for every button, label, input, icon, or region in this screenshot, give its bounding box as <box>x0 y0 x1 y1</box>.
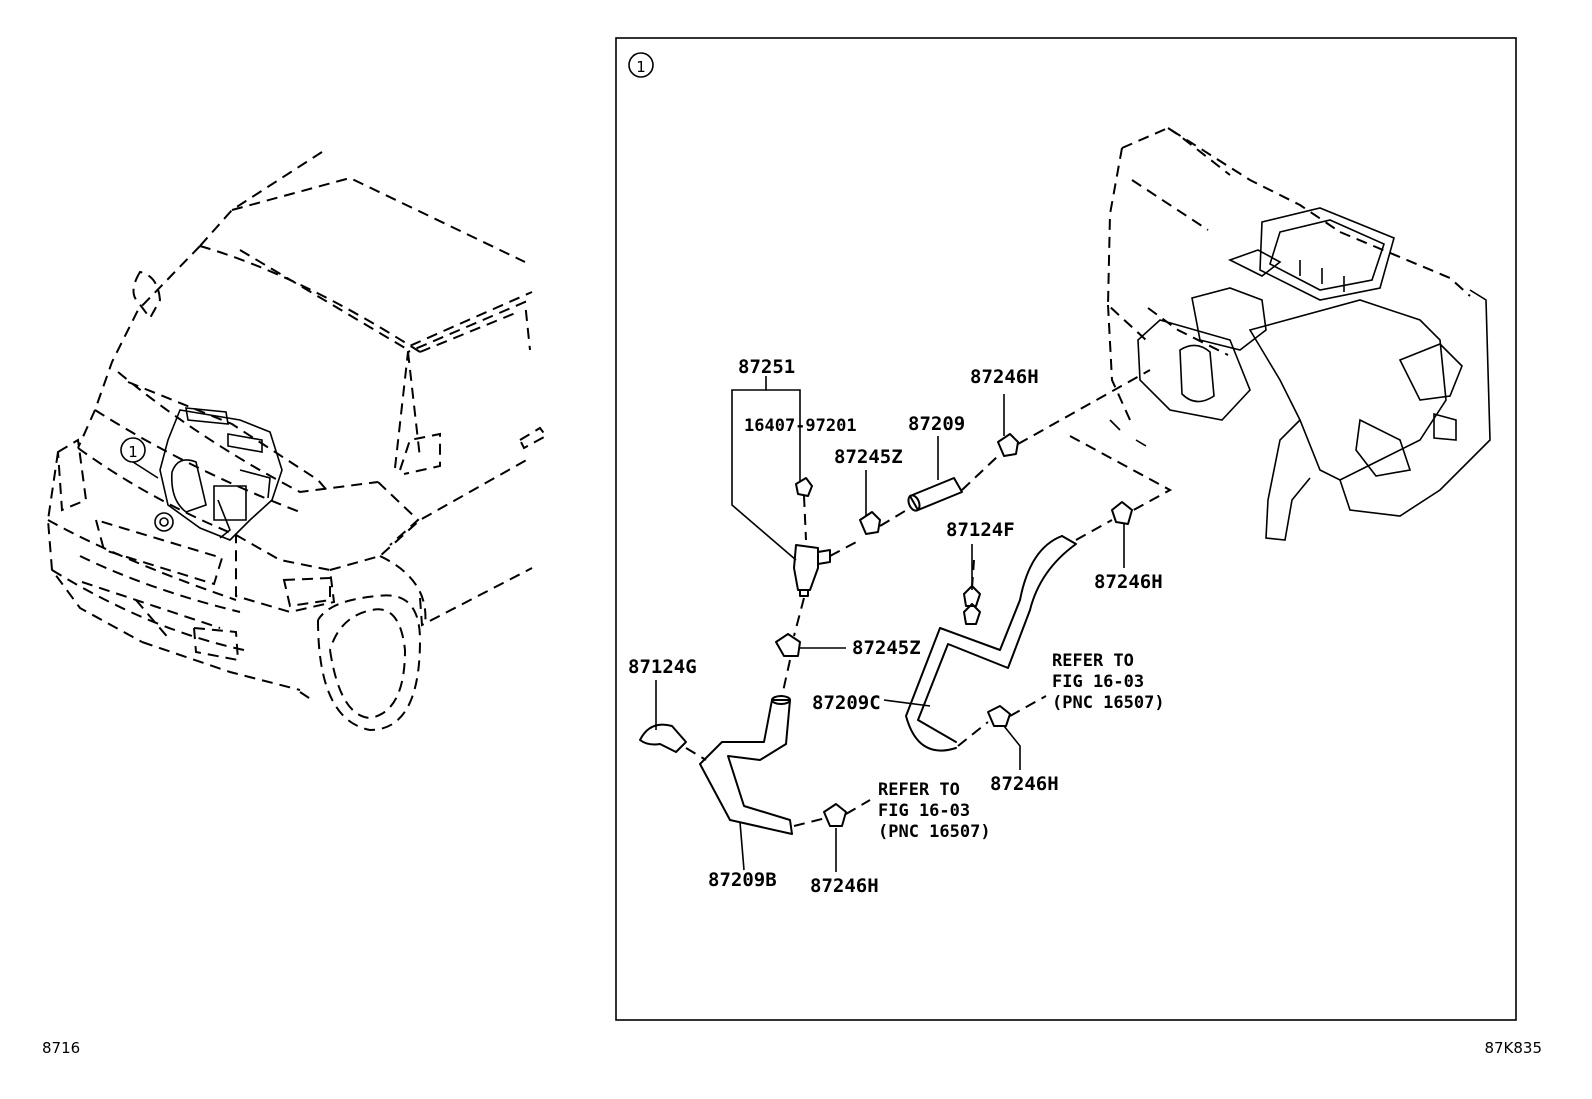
hose-87209-end <box>907 494 921 512</box>
refer-note-upper-line1: REFER TO <box>1052 651 1134 671</box>
assembly-lines <box>685 369 1173 827</box>
label-87124g: 87124G <box>628 656 697 678</box>
label-87251: 87251 <box>738 356 795 378</box>
detail-callout-circle <box>628 52 654 78</box>
hose-assemblies <box>639 433 1133 835</box>
vehicle-callout-leader <box>132 461 159 479</box>
label-87246h-mid: 87246H <box>990 773 1059 795</box>
clamp-87246h-mid <box>987 705 1011 727</box>
clamp-87124f <box>963 585 981 607</box>
heater-unit-illustration <box>1106 126 1491 541</box>
refer-note-upper-line3: (PNC 16507) <box>1052 693 1165 713</box>
vehicle-illustration: 1 <box>46 151 548 732</box>
refer-note-upper-line2: FIG 16-03 <box>1052 672 1144 692</box>
hose-87209 <box>909 477 963 511</box>
label-87209: 87209 <box>908 413 965 435</box>
refer-note-lower-line1: REFER TO <box>878 780 960 800</box>
label-87209b: 87209B <box>708 869 777 891</box>
valve-clip <box>795 477 813 497</box>
detail-frame <box>615 37 1517 1021</box>
hose-87209c-inner <box>905 535 1063 752</box>
label-87124f: 87124F <box>946 519 1015 541</box>
water-valve-port <box>817 549 831 565</box>
label-16407-97201: 16407-97201 <box>744 416 857 436</box>
refer-note-lower-line2: FIG 16-03 <box>878 801 970 821</box>
label-87245z-lower: 87245Z <box>852 637 921 659</box>
water-valve-outlet <box>799 589 809 597</box>
label-87246h-top: 87246H <box>970 366 1039 388</box>
illustration-code: 87K835 <box>1484 1039 1542 1057</box>
label-87245z-upper: 87245Z <box>834 446 903 468</box>
label-87246h-bottom: 87246H <box>810 875 879 897</box>
clamp-87246h-right <box>1111 501 1133 525</box>
refer-note-upper: REFER TO FIG 16-03 (PNC 16507) <box>1052 651 1165 713</box>
hose-87209c-outer <box>917 535 1077 743</box>
hose-87209b-end <box>771 695 791 705</box>
hose-87209b <box>699 699 793 835</box>
clamp-87246h-top <box>997 433 1019 457</box>
vehicle-callout-label: 1 <box>128 443 138 461</box>
clamp-87246h-bottom <box>823 803 847 827</box>
clamp-87245z-lower <box>775 633 801 657</box>
label-87246h-right: 87246H <box>1094 571 1163 593</box>
detail-callout-label: 1 <box>636 58 646 76</box>
leader-lines <box>655 376 1125 872</box>
water-valve <box>793 544 819 591</box>
label-87209c: 87209C <box>812 692 881 714</box>
clamp-87124g <box>639 723 687 753</box>
figure-number: 8716 <box>42 1039 80 1057</box>
refer-note-lower-line3: (PNC 16507) <box>878 822 991 842</box>
clamp-87124f-lower <box>963 603 981 625</box>
refer-note-lower: REFER TO FIG 16-03 (PNC 16507) <box>878 780 991 842</box>
clamp-87245z-upper <box>859 511 881 535</box>
